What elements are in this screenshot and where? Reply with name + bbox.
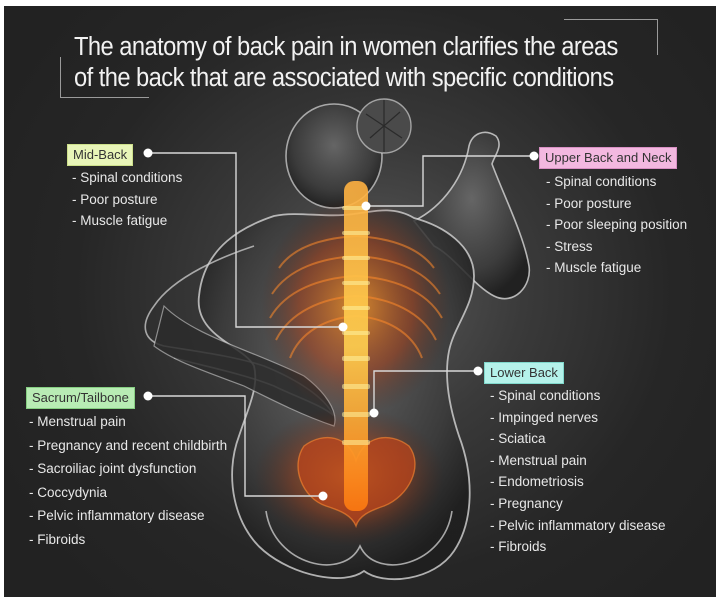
list-item: Fibroids <box>490 536 666 558</box>
list-item: Poor posture <box>72 189 182 211</box>
lower-back-label: Lower Back <box>484 362 564 384</box>
list-item: Spinal conditions <box>490 385 666 407</box>
list-item: Muscle fatigue <box>72 210 182 232</box>
title-bracket-top-right <box>564 19 658 55</box>
list-item: Spinal conditions <box>72 167 182 189</box>
list-item: Fibroids <box>29 528 227 552</box>
page-title: The anatomy of back pain in women clarif… <box>74 32 632 94</box>
list-item: Pelvic inflammatory disease <box>490 515 665 537</box>
list-item: Impinged nerves <box>490 407 666 429</box>
list-item: Stress <box>546 236 687 258</box>
list-item: Sciatica <box>490 428 666 450</box>
list-item: Sacroiliac joint dysfunction <box>29 457 227 481</box>
list-item: Menstrual pain <box>29 410 227 434</box>
sacrum-tailbone-label: Sacrum/Tailbone <box>26 387 135 409</box>
mid-back-label: Mid-Back <box>67 144 134 166</box>
title-bracket-bottom-left <box>60 57 149 98</box>
lower-back-conditions-list: Spinal conditions Impinged nerves Sciati… <box>490 385 666 558</box>
list-item: Pregnancy <box>490 493 666 515</box>
list-item: Poor sleeping position <box>546 214 687 236</box>
sacrum-tailbone-conditions-list: Menstrual pain Pregnancy and recent chil… <box>29 410 227 552</box>
mid-back-conditions-list: Spinal conditions Poor posture Muscle fa… <box>72 167 182 232</box>
list-item: Menstrual pain <box>490 450 666 472</box>
list-item: Pregnancy and recent childbirth <box>29 434 227 458</box>
list-item: Coccydynia <box>29 481 227 505</box>
list-item: Spinal conditions <box>546 171 687 193</box>
upper-back-neck-label: Upper Back and Neck <box>539 147 678 169</box>
title-line-1: The anatomy of back pain in women clarif… <box>74 33 618 61</box>
list-item: Muscle fatigue <box>546 257 687 279</box>
upper-back-neck-conditions-list: Spinal conditions Poor posture Poor slee… <box>546 171 687 279</box>
infographic-panel: The anatomy of back pain in women clarif… <box>4 6 716 597</box>
list-item: Endometriosis <box>490 471 666 493</box>
title-line-2: of the back that are associated with spe… <box>74 64 614 92</box>
list-item: Pelvic inflammatory disease <box>29 504 227 528</box>
list-item: Poor posture <box>546 193 687 215</box>
